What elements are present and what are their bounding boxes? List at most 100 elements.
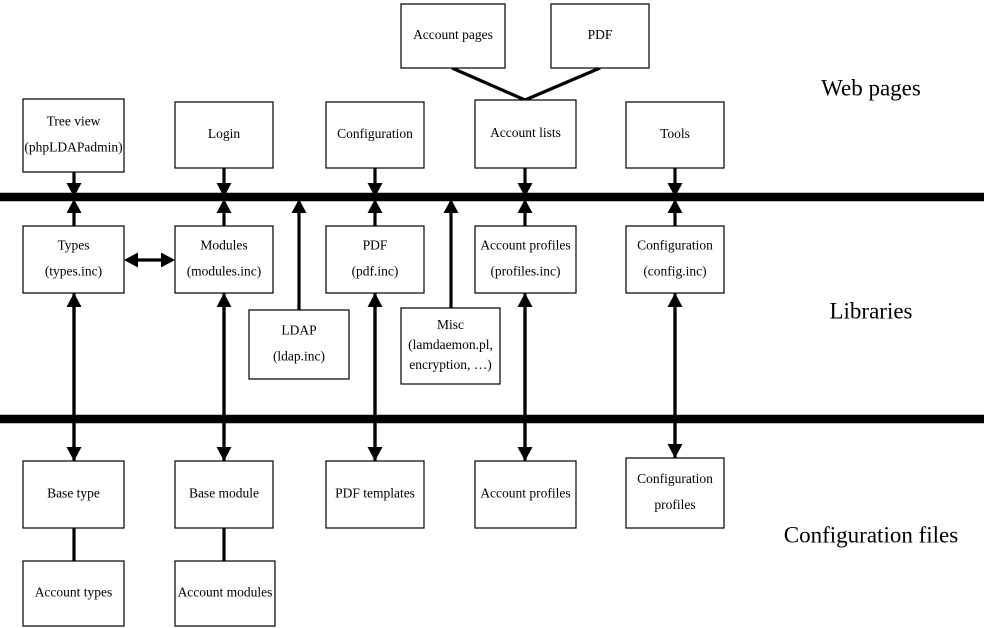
box-login: Login	[174, 101, 274, 169]
connector-configuration-profiles-down	[667, 293, 683, 458]
box-account-pages: Account pages	[400, 3, 506, 69]
box-pdf-templates: PDF templates	[325, 460, 425, 529]
account-profiles-file-label-1: Account profiles	[480, 486, 570, 501]
band-label-configuration-files: Configuration files	[784, 522, 958, 547]
connector-tree-view-down	[66, 172, 82, 197]
box-base-type: Base type	[22, 460, 125, 529]
misc-lib-label-3: encryption, …)	[409, 357, 491, 372]
connector-account-profiles-up	[517, 199, 533, 226]
box-tree-view: Tree view (phpLDAPadmin)	[22, 98, 125, 173]
tree-view-label-2: (phpLDAPadmin)	[24, 140, 122, 155]
connector-layer	[66, 66, 683, 561]
configuration-lib-label-1: Configuration	[637, 238, 713, 253]
connector-ldap-to-bar-up	[291, 199, 307, 310]
tools-label-1: Tools	[660, 126, 690, 141]
login-down-arrowhead	[216, 183, 232, 197]
box-pdf-lib: PDF(pdf.inc)	[325, 225, 425, 294]
account-pages-to-account-lists-path	[451, 66, 526, 102]
separator-bar-layer	[0, 192, 984, 424]
tree-view-rect	[22, 98, 125, 173]
pdf-source-to-account-lists-path	[524, 66, 601, 102]
connector-base-type-down	[66, 293, 82, 461]
configuration-profiles-down-arrowhead	[667, 444, 683, 458]
box-misc-lib: Misc (lamdaemon.pl, encryption, …)	[400, 307, 501, 385]
band-label-libraries: Libraries	[829, 298, 912, 323]
types-lib-label-1: Types	[57, 238, 89, 253]
configuration-lib-up-arrowhead	[667, 199, 683, 213]
account-profiles-file-rect	[474, 460, 577, 529]
connector-misc-to-bar-up	[443, 199, 459, 308]
pdf-source-label-1: PDF	[588, 27, 613, 42]
tree-view-label-1: Tree view	[47, 114, 101, 129]
connector-login-down	[216, 168, 232, 197]
base-type-down-arrowhead	[66, 447, 82, 461]
connector-account-pages-to-account-lists	[451, 66, 526, 102]
connector-pdf-source-to-account-lists	[524, 66, 601, 102]
box-modules-lib: Modules (modules.inc)	[174, 225, 274, 294]
pdf-source-rect	[550, 3, 650, 69]
pdf-lib-rect	[325, 225, 425, 294]
modules-lib-label-1: Modules	[200, 238, 247, 253]
misc-lib-label-1: Misc	[437, 317, 464, 332]
misc-lib-label-2: (lamdaemon.pl,	[408, 337, 493, 352]
account-profiles-lib-label-2: (profiles.inc)	[490, 264, 560, 279]
tree-view-down-arrowhead	[66, 183, 82, 197]
tools-rect	[625, 101, 725, 169]
box-account-lists: Account lists	[474, 99, 577, 169]
pdf-templates-rect	[325, 460, 425, 529]
band-label-web-pages: Web pages	[821, 75, 921, 100]
box-configuration-lib: Configuration(config.inc)	[625, 225, 725, 294]
base-module-down-arrowhead	[216, 447, 232, 461]
connector-configuration-page-down	[367, 168, 383, 197]
ldap-lib-label-1: LDAP	[281, 323, 316, 338]
connector-types-modules-bidirectional	[124, 252, 175, 268]
connector-pdf-templates-down	[367, 293, 383, 461]
account-modules-label-1: Account modules	[178, 585, 273, 600]
ldap-lib-rect	[248, 309, 350, 380]
box-tools: Tools	[625, 101, 725, 169]
login-label-1: Login	[208, 126, 240, 141]
types-modules-bidirectional-right-arrowhead	[161, 252, 175, 268]
base-type-rect	[22, 460, 125, 529]
ldap-to-bar-up-arrowhead	[291, 199, 307, 213]
account-types-label-1: Account types	[35, 585, 113, 600]
box-pdf-source: PDF	[550, 3, 650, 69]
base-module-rect	[174, 460, 274, 529]
account-profiles-up-arrowhead	[517, 199, 533, 213]
box-account-types: Account types	[22, 560, 125, 627]
base-module-label-1: Base module	[189, 486, 259, 501]
box-account-profiles-lib: Account profiles (profiles.inc)	[474, 225, 577, 294]
configuration-page-label-1: Configuration	[337, 126, 413, 141]
account-lists-label-1: Account lists	[490, 125, 561, 140]
connector-account-lists-down	[517, 168, 533, 197]
box-types-lib: Types (types.inc)	[22, 225, 125, 294]
account-profiles-file-down-arrowhead	[517, 447, 533, 461]
types-modules-bidirectional-left-arrowhead	[124, 252, 138, 268]
account-pages-label-1: Account pages	[413, 27, 493, 42]
types-lib-label-2: (types.inc)	[45, 264, 102, 279]
connector-pdf-lib-up	[367, 199, 383, 226]
configuration-profiles-label-2: profiles	[654, 497, 695, 512]
box-account-modules: Account modules	[174, 560, 276, 627]
pdf-templates-down-arrowhead	[367, 447, 383, 461]
account-profiles-lib-label-1: Account profiles	[480, 238, 570, 253]
configuration-lib-rect	[625, 225, 725, 294]
pdf-lib-label-1: PDF	[363, 238, 388, 253]
tools-down-arrowhead	[667, 183, 683, 197]
account-modules-rect	[174, 560, 276, 627]
pdf-lib-up-arrowhead	[367, 199, 383, 213]
configuration-profiles-label-1: Configuration	[637, 471, 713, 486]
modules-lib-label-2: (modules.inc)	[187, 264, 262, 279]
misc-lib-rect	[400, 307, 501, 385]
account-lists-down-arrowhead	[517, 183, 533, 197]
box-account-profiles-file: Account profiles	[474, 460, 577, 529]
connector-account-profiles-file-down	[517, 293, 533, 461]
types-up-arrowhead	[66, 199, 82, 213]
box-ldap-lib: LDAP(ldap.inc)	[248, 309, 350, 380]
account-lists-rect	[474, 99, 577, 169]
types-lib-rect	[22, 225, 125, 294]
